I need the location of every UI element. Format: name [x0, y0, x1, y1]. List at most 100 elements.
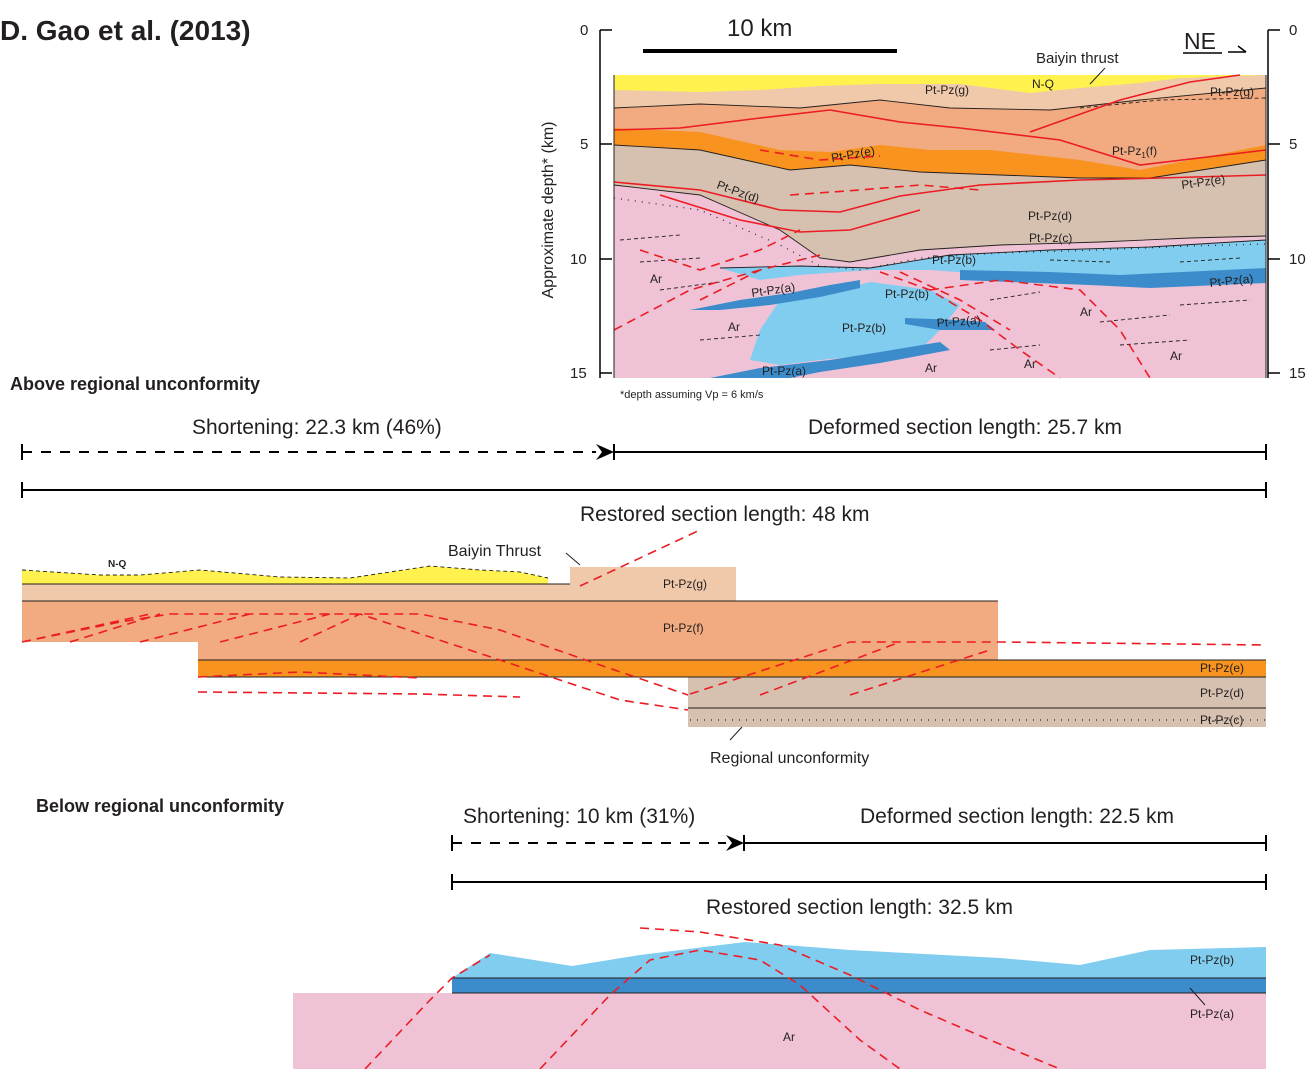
above-heading: Above regional unconformity — [10, 374, 260, 394]
unit-label-f-suffix: (f) — [1146, 144, 1157, 158]
unit-label-nq: N-Q — [1032, 77, 1054, 91]
above-baiyin-thrust-label: Baiyin Thrust — [448, 543, 542, 560]
unit-a-fill-right — [960, 268, 1266, 288]
unit-label-g2: Pt-Pz(g) — [1210, 85, 1254, 99]
unit-label-f-main: Pt-Pz — [1112, 144, 1141, 158]
restored-d-fill — [688, 677, 1266, 708]
restored-nq-top — [21, 565, 549, 579]
dashed-faults-upper — [759, 149, 981, 196]
restored-c-fill — [688, 708, 1266, 727]
restored-f-fill-left — [22, 601, 998, 642]
baiyin-thrust-leader — [1089, 67, 1106, 85]
scale-bar-label: 10 km — [727, 15, 792, 42]
below-restored-section — [293, 927, 1266, 1069]
unit-label-c: Pt-Pz(c) — [1029, 231, 1072, 245]
unit-a-fill-left — [690, 280, 860, 310]
unit-label-ar4: Ar — [1024, 357, 1036, 371]
depth-axis-title: Approximate depth* (km) — [540, 122, 557, 299]
below-unit-b: Pt-Pz(b) — [1190, 953, 1234, 967]
unit-label-f-sub: 1 — [1141, 151, 1146, 160]
ne-arrow-icon — [1228, 45, 1247, 53]
unit-label-a2: Pt-Pz(a) — [1209, 271, 1254, 290]
dashed-faults-left — [613, 229, 821, 331]
unconformity-label: Regional unconformity — [710, 750, 869, 767]
unit-label-f: Pt-Pz1(f) — [1112, 144, 1157, 160]
depth-label-left-15: 15 — [570, 365, 587, 382]
depth-label-right-0: 0 — [1289, 22, 1297, 39]
unit-label-ar3: Ar — [1080, 305, 1092, 319]
unit-b-fill-lower — [750, 282, 960, 365]
below-deformed-label: Deformed section length: 22.5 km — [860, 805, 1174, 828]
unit-label-e2: Pt-Pz(e) — [1180, 172, 1226, 192]
above-unit-e: Pt-Pz(e) — [1200, 661, 1244, 675]
ne-direction-label: NE — [1184, 28, 1216, 54]
above-restored-label: Restored section length: 48 km — [580, 503, 870, 526]
dashed-faults-right — [879, 271, 1151, 379]
unit-label-ar2: Ar — [728, 320, 740, 334]
depth-axis-right: 0 5 10 15 — [1267, 22, 1306, 382]
unit-label-ar1: Ar — [650, 272, 662, 286]
thrust-fault-2 — [613, 174, 1267, 213]
above-unit-g: Pt-Pz(g) — [663, 577, 707, 591]
unit-label-a3: Pt-Pz(a) — [936, 313, 981, 330]
unit-label-ar6: Ar — [1170, 349, 1182, 363]
unconformity-leader — [729, 726, 743, 741]
thrust-fault-3 — [659, 194, 921, 233]
restored-ar-fill — [293, 993, 1266, 1069]
restored-nq-fill — [22, 566, 548, 584]
depth-label-right-10: 10 — [1289, 251, 1306, 268]
unit-label-b2: Pt-Pz(b) — [885, 287, 929, 301]
cross-section — [613, 74, 1267, 379]
above-unit-f: Pt-Pz(f) — [663, 621, 704, 635]
restored-faults-above — [21, 529, 1267, 711]
above-deformed-label: Deformed section length: 25.7 km — [808, 416, 1122, 439]
above-shortening-arrow-icon — [596, 444, 614, 460]
depth-label-right-15: 15 — [1289, 365, 1306, 382]
restored-b-fill — [452, 942, 1266, 978]
boundary-g-dashed — [1079, 97, 1267, 109]
above-baiyin-thrust-leader — [565, 552, 581, 566]
baiyin-thrust-label: Baiyin thrust — [1036, 50, 1119, 67]
boundary-b-top — [719, 239, 1267, 269]
unit-label-a4: Pt-Pz(a) — [762, 364, 806, 378]
above-unit-nq: N-Q — [108, 559, 127, 570]
below-shortening-label: Shortening: 10 km (31%) — [463, 805, 695, 828]
baiyin-thrust-fault — [1029, 74, 1241, 133]
below-unit-a-leader — [1189, 987, 1206, 1006]
depth-label-right-5: 5 — [1289, 136, 1297, 153]
restored-a-fill — [452, 978, 1266, 993]
depth-label-left-5: 5 — [580, 136, 588, 153]
depth-label-left-0: 0 — [580, 22, 588, 39]
boundary-e-top — [613, 144, 1267, 179]
below-heading: Below regional unconformity — [36, 796, 284, 816]
above-shortening-label: Shortening: 22.3 km (46%) — [192, 416, 442, 439]
above-unit-c: Pt-Pz(c) — [1200, 713, 1243, 727]
unit-label-a1: Pt-Pz(a) — [750, 280, 796, 300]
restored-e-fill — [198, 660, 1266, 677]
depth-axis-left: 0 5 10 15 Approximate depth* (km) — [540, 22, 612, 382]
thrust-fault-1 — [613, 109, 1267, 166]
above-unit-d: Pt-Pz(d) — [1200, 686, 1244, 700]
boundary-g-top — [613, 87, 1267, 111]
depth-label-left-10: 10 — [570, 251, 587, 268]
unit-b-fill-upper — [720, 240, 1266, 280]
unit-a-fill-wedge — [905, 318, 995, 330]
unit-label-g1: Pt-Pz(g) — [925, 83, 969, 97]
unit-nq-fill — [614, 75, 1266, 93]
figure-title: D. Gao et al. (2013) — [0, 15, 251, 46]
below-unit-a: Pt-Pz(a) — [1190, 1007, 1234, 1021]
restored-g-fill — [22, 584, 736, 601]
unit-label-ar5: Ar — [925, 361, 937, 375]
below-unit-ar: Ar — [783, 1030, 795, 1044]
below-shortening-arrow-icon — [726, 835, 744, 851]
unit-a-fill-bottom — [710, 342, 950, 378]
unit-label-b1: Pt-Pz(b) — [932, 253, 976, 267]
depth-footnote: *depth assuming Vp = 6 km/s — [620, 389, 764, 401]
boundary-d-base — [613, 184, 1267, 263]
unit-label-b3: Pt-Pz(b) — [842, 321, 886, 335]
restored-faults-below — [364, 927, 1061, 1069]
restored-f-fill-mid — [198, 642, 998, 660]
unit-label-d2: Pt-Pz(d) — [1028, 209, 1072, 223]
restored-g-upper-fill — [570, 567, 736, 584]
